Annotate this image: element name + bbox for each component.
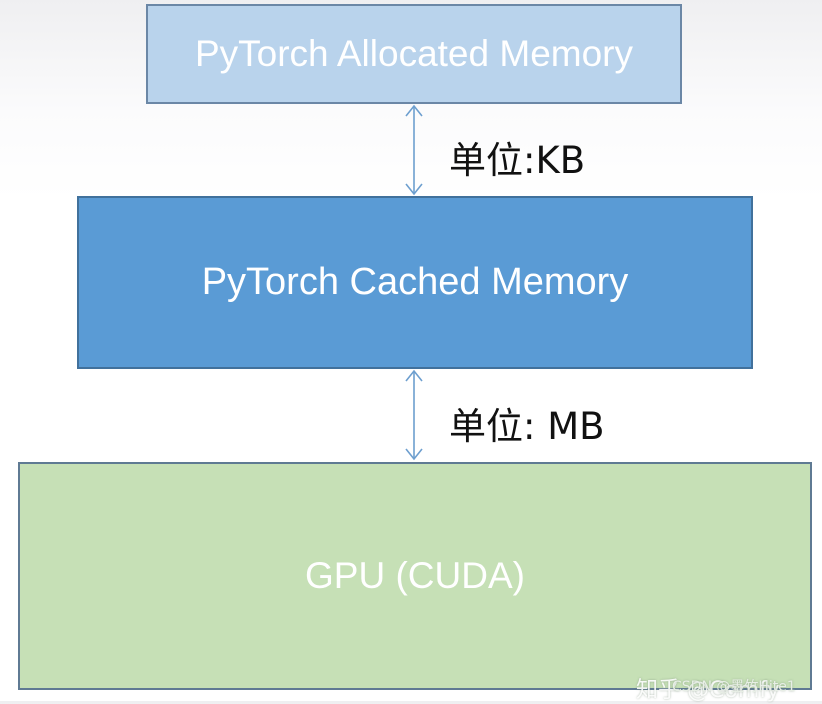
allocated-memory-label: PyTorch Allocated Memory (194, 33, 633, 74)
double-arrow-kb (405, 104, 423, 196)
cached-memory-box: PyTorch Cached Memory (77, 196, 753, 369)
csdn-watermark: CSDN @墨竹Hite1 (672, 679, 796, 695)
gpu-cuda-box: GPU (CUDA) (18, 462, 812, 690)
watermark: 知乎 @Comfy CSDN @墨竹Hite1 (636, 672, 796, 704)
allocated-memory-box: PyTorch Allocated Memory (146, 4, 682, 104)
double-arrow-mb (405, 369, 423, 461)
gpu-cuda-label: GPU (CUDA) (305, 555, 525, 596)
zhihu-watermark: 知乎 @Comfy (636, 678, 780, 703)
unit-mb-label: 单位: MB (449, 405, 605, 448)
cached-memory-label: PyTorch Cached Memory (201, 261, 629, 303)
unit-kb-label: 单位:KB (449, 139, 586, 182)
